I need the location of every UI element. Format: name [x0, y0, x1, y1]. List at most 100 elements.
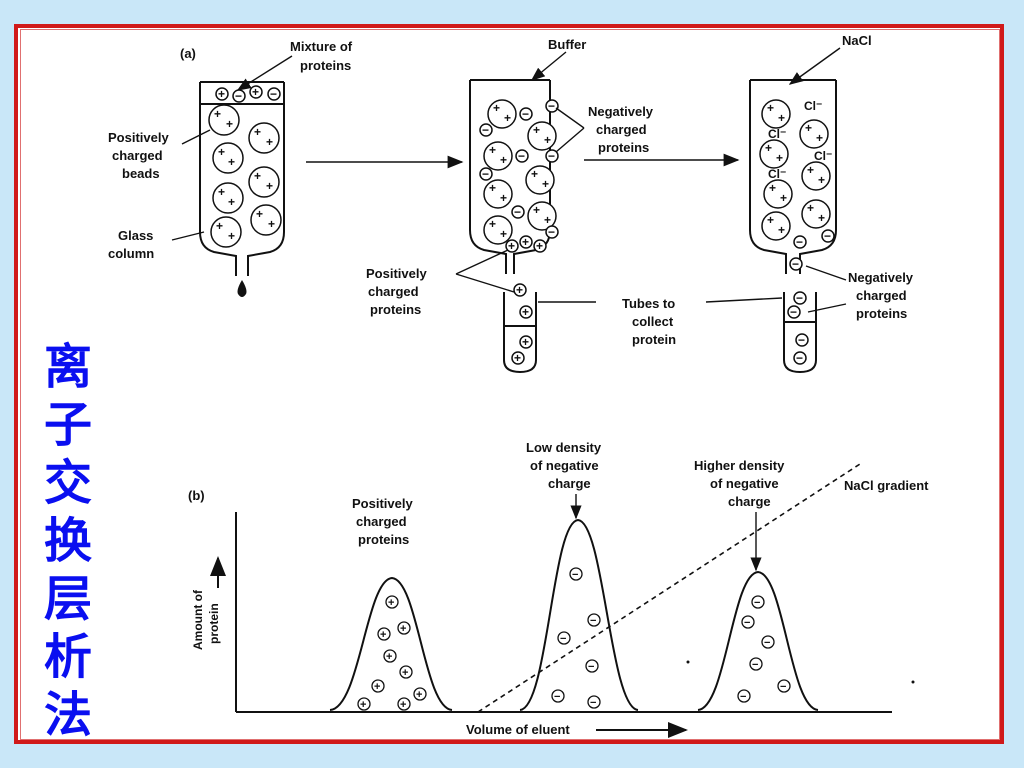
- svg-text:+: +: [522, 235, 529, 249]
- svg-text:+: +: [228, 229, 235, 243]
- side-title: 离子交换层析法: [43, 339, 92, 743]
- chloride-ion-2: Cl⁻: [768, 127, 786, 141]
- svg-text:−: −: [590, 697, 596, 709]
- low-density-label-line1: Low density: [526, 440, 602, 455]
- svg-text:−: −: [270, 87, 277, 101]
- neg-proteins-label-1-line2: charged: [596, 122, 647, 137]
- svg-text:−: −: [560, 633, 566, 645]
- pos-peak-label-line2: charged: [356, 514, 407, 529]
- svg-text:+: +: [256, 207, 263, 221]
- svg-text:+: +: [218, 185, 225, 199]
- chloride-ion-3: Cl⁻: [814, 149, 832, 163]
- neg-proteins-label-2-line2: charged: [856, 288, 907, 303]
- svg-text:+: +: [400, 699, 406, 711]
- svg-text:−: −: [792, 257, 799, 271]
- svg-text:+: +: [767, 213, 774, 227]
- neg-proteins-label-2-line1: Negatively: [848, 270, 914, 285]
- svg-text:+: +: [542, 177, 549, 191]
- svg-text:+: +: [489, 143, 496, 157]
- svg-text:−: −: [554, 691, 560, 703]
- svg-text:+: +: [360, 699, 366, 711]
- svg-text:+: +: [514, 351, 521, 365]
- svg-text:+: +: [374, 681, 380, 693]
- svg-text:−: −: [740, 691, 746, 703]
- svg-text:+: +: [386, 651, 392, 663]
- svg-text:+: +: [214, 107, 221, 121]
- svg-text:+: +: [266, 179, 273, 193]
- svg-text:−: −: [780, 681, 786, 693]
- svg-text:+: +: [531, 167, 538, 181]
- pos-beads-label-line3: beads: [122, 166, 160, 181]
- svg-text:+: +: [218, 145, 225, 159]
- svg-text:+: +: [218, 87, 225, 101]
- tube-1: [503, 292, 537, 374]
- svg-text:−: −: [514, 205, 521, 219]
- mixture-label-line1: Mixture of: [290, 39, 353, 54]
- high-density-label-line1: Higher density: [694, 458, 785, 473]
- svg-text:+: +: [226, 117, 233, 131]
- svg-text:+: +: [522, 335, 529, 349]
- svg-text:+: +: [516, 283, 523, 297]
- svg-text:+: +: [266, 135, 273, 149]
- neg-proteins-label-2-line3: proteins: [856, 306, 907, 321]
- pos-proteins-label-line3: proteins: [370, 302, 421, 317]
- svg-text:−: −: [796, 291, 803, 305]
- glass-column-label-line2: column: [108, 246, 154, 261]
- svg-text:+: +: [778, 111, 785, 125]
- pos-beads-label-line1: Positively: [108, 130, 169, 145]
- svg-text:+: +: [767, 101, 774, 115]
- svg-text:−: −: [235, 89, 242, 103]
- svg-text:+: +: [254, 125, 261, 139]
- pos-beads-label-line2: charged: [112, 148, 163, 163]
- svg-text:+: +: [533, 203, 540, 217]
- svg-text:+: +: [268, 217, 275, 231]
- svg-text:+: +: [807, 201, 814, 215]
- pos-peak-label-line1: Positively: [352, 496, 413, 511]
- svg-text:−: −: [548, 225, 555, 239]
- svg-text:−: −: [796, 351, 803, 365]
- low-density-label-line2: of negative: [530, 458, 599, 473]
- svg-text:+: +: [493, 101, 500, 115]
- svg-text:+: +: [776, 151, 783, 165]
- tubes-label-line3: protein: [632, 332, 676, 347]
- svg-text:+: +: [818, 173, 825, 187]
- y-axis-label-line2: protein: [207, 603, 221, 644]
- svg-text:+: +: [544, 133, 551, 147]
- svg-text:−: −: [798, 333, 805, 347]
- svg-text:+: +: [388, 597, 394, 609]
- high-density-label-line3: charge: [728, 494, 771, 509]
- svg-text:−: −: [754, 597, 760, 609]
- svg-text:−: −: [790, 305, 797, 319]
- nacl-gradient-line: [477, 463, 861, 713]
- nacl-label: NaCl: [842, 33, 872, 48]
- svg-text:+: +: [402, 667, 408, 679]
- svg-text:+: +: [765, 141, 772, 155]
- svg-text:+: +: [805, 121, 812, 135]
- svg-text:−: −: [588, 661, 594, 673]
- y-axis-label-line1: Amount of: [191, 589, 205, 650]
- svg-text:+: +: [544, 213, 551, 227]
- svg-text:−: −: [522, 107, 529, 121]
- svg-text:+: +: [252, 85, 259, 99]
- chloride-ion-4: Cl⁻: [768, 167, 786, 181]
- peak-positive: [329, 576, 453, 711]
- svg-text:+: +: [533, 123, 540, 137]
- svg-text:+: +: [400, 623, 406, 635]
- svg-text:+: +: [536, 239, 543, 253]
- svg-text:−: −: [548, 99, 555, 113]
- svg-text:+: +: [780, 191, 787, 205]
- svg-text:+: +: [500, 227, 507, 241]
- svg-text:+: +: [216, 219, 223, 233]
- chloride-ion-1: Cl⁻: [804, 99, 822, 113]
- svg-text:−: −: [764, 637, 770, 649]
- svg-text:+: +: [380, 629, 386, 641]
- svg-text:−: −: [796, 235, 803, 249]
- svg-text:+: +: [769, 181, 776, 195]
- high-density-label-line2: of negative: [710, 476, 779, 491]
- low-density-label-line3: charge: [548, 476, 591, 491]
- pos-proteins-label-line1: Positively: [366, 266, 427, 281]
- tube-2: [783, 292, 817, 374]
- tubes-label-line1: Tubes to: [622, 296, 675, 311]
